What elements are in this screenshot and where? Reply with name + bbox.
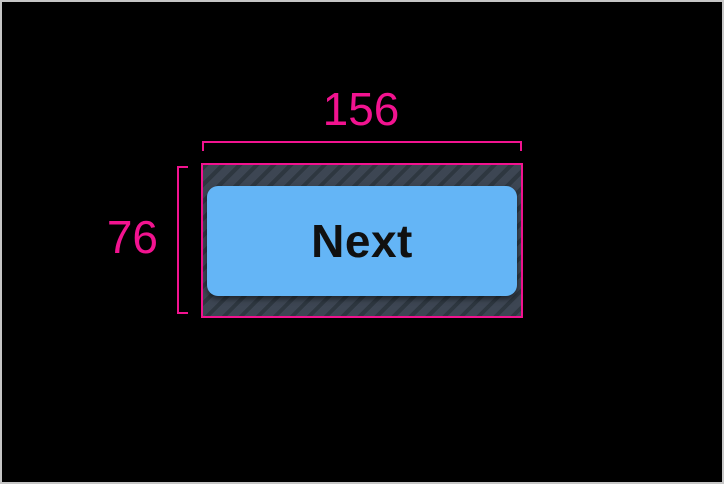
width-dimension-bracket: [202, 141, 522, 151]
height-dimension-bracket: [177, 166, 188, 314]
height-dimension-label: 76: [106, 211, 158, 263]
next-button[interactable]: Next: [207, 186, 517, 296]
padding-hatch-area: Next: [203, 165, 521, 316]
next-button-label: Next: [311, 215, 413, 267]
width-dimension-label: 156: [322, 83, 400, 135]
selected-widget-outline: Next: [201, 163, 523, 318]
